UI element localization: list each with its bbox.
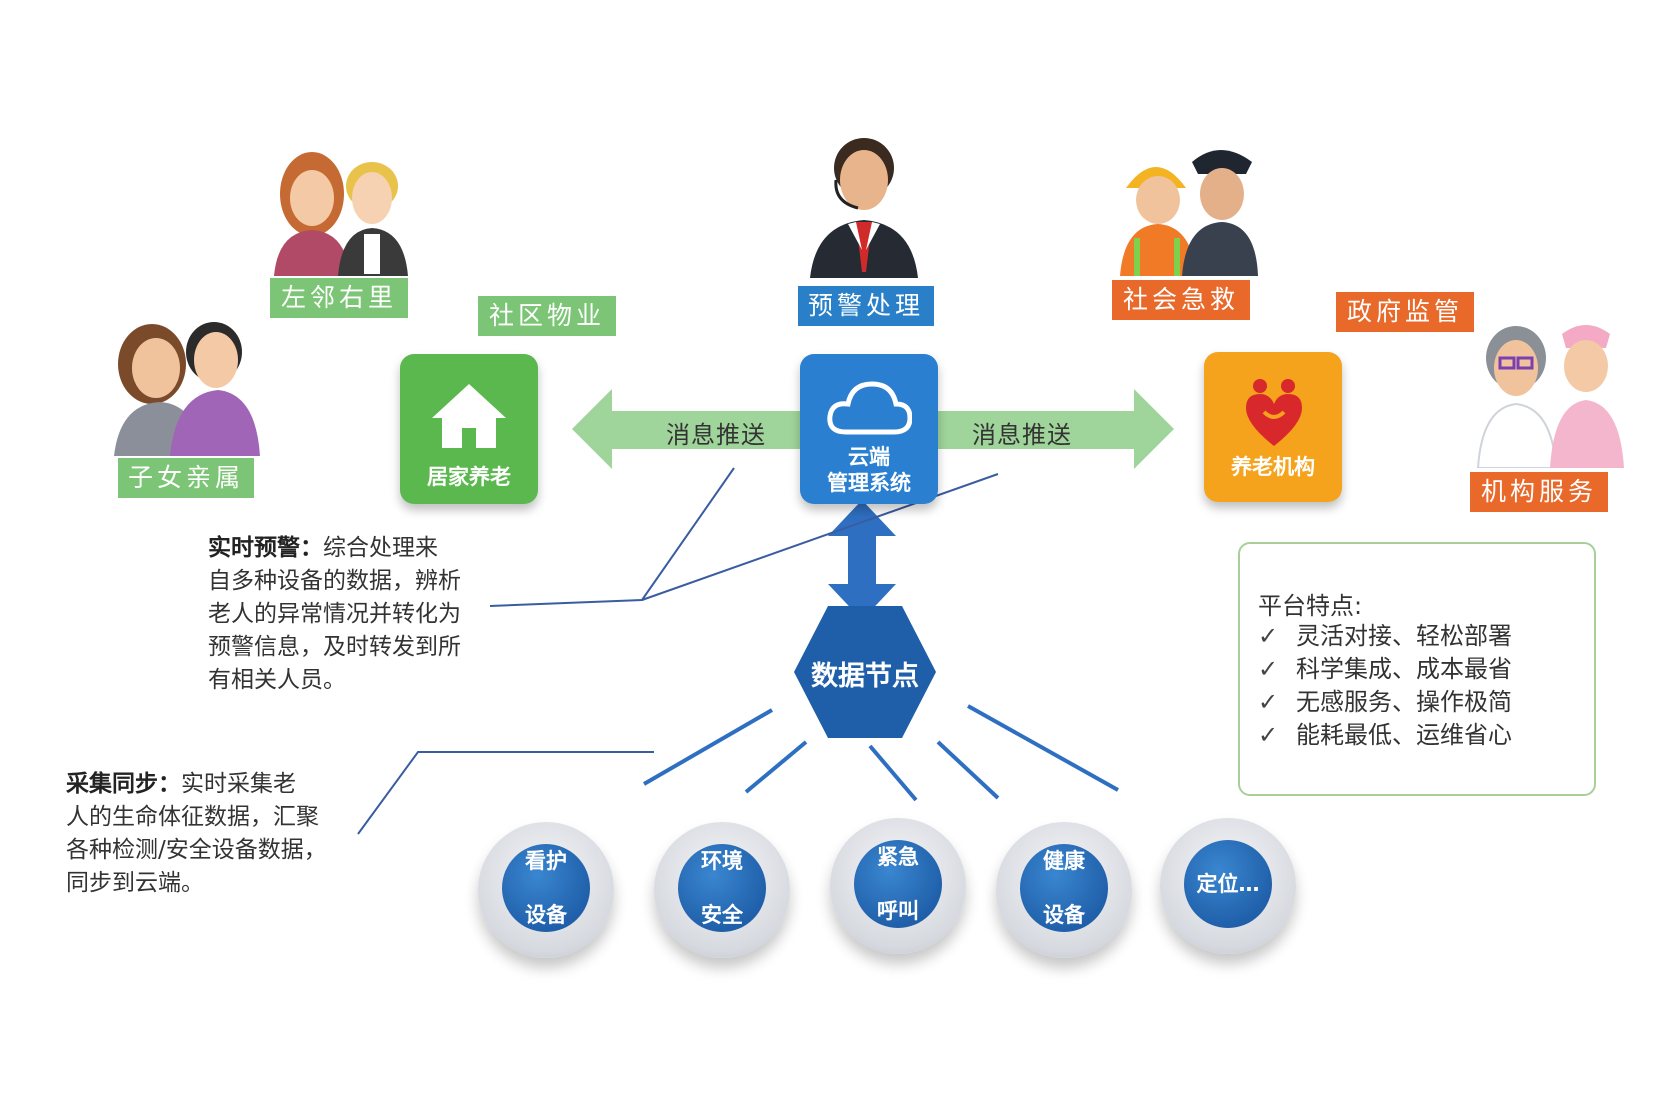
home-care-tile[interactable]: 居家养老 [400,354,538,504]
social-rescue-label: 社会急救 [1112,280,1250,320]
health-device-circle[interactable]: 健康设备 [996,822,1132,958]
collection-sync-description: 采集同步：实时采集老 人的生命体征数据，汇聚 各种检测/安全设备数据， 同步到云… [66,771,327,896]
home-care-label: 居家养老 [427,465,511,489]
check-icon: ✓ [1258,721,1279,749]
feature-item: ✓无感服务、操作极简 [1258,686,1512,719]
care-device-circle[interactable]: 看护设备 [478,822,614,958]
platform-features-title: 平台特点: [1258,592,1363,620]
node-line-3 [868,744,918,802]
node-line-4 [936,740,1000,800]
emergency-call-circle[interactable]: 紧急呼叫 [830,818,966,954]
social-rescue-illustration [1120,150,1258,276]
location-circle[interactable]: 定位… [1160,818,1296,954]
institution-staff-illustration [1476,325,1624,468]
elderly-institution-label: 养老机构 [1231,455,1315,479]
neighbors-illustration [274,152,408,276]
feature-item: ✓能耗最低、运维省心 [1258,719,1512,752]
realtime-warning-description: 实时预警：综合处理来 自多种设备的数据，辨析 老人的异常情况并转化为 预警信息，… [208,535,461,693]
house-icon [432,384,506,448]
children-relatives-illustration [114,322,260,456]
platform-features-list: ✓灵活对接、轻松部署 ✓科学集成、成本最省 ✓无感服务、操作极简 ✓能耗最低、运… [1258,620,1512,752]
government-supervision-label: 政府监管 [1336,292,1474,332]
data-node-label: 数据节点 [811,661,919,692]
feature-item: ✓灵活对接、轻松部署 [1258,620,1512,653]
feature-item: ✓科学集成、成本最省 [1258,653,1512,686]
node-line-2 [744,740,808,794]
cloud-icon [827,381,912,435]
warning-callout-line-2 [641,473,999,601]
institution-service-label: 机构服务 [1470,472,1608,512]
cloud-label-line2: 管理系统 [827,471,911,495]
environment-safety-circle[interactable]: 环境安全 [654,822,790,958]
check-icon: ✓ [1258,688,1279,716]
warning-handling-label: 预警处理 [798,286,934,326]
community-property-label: 社区物业 [478,296,616,336]
neighbors-label: 左邻右里 [270,278,408,318]
check-icon: ✓ [1258,622,1279,650]
warning-operator-illustration [810,138,918,278]
realtime-warning-heading: 实时预警： [208,535,323,561]
vertical-sync-arrow [828,500,896,620]
elderly-institution-tile[interactable]: 养老机构 [1204,352,1342,502]
cloud-system-tile[interactable]: 云端 管理系统 [800,354,938,504]
data-node-hexagon [794,606,936,738]
node-line-1 [642,708,774,786]
cloud-label-line1: 云端 [848,445,890,469]
heart-icon [1246,379,1302,446]
left-message-push-text: 消息推送 [666,421,766,449]
right-message-push-text: 消息推送 [972,421,1072,449]
node-line-5 [967,704,1119,792]
right-message-arrow [930,389,1174,469]
left-message-arrow [572,389,800,469]
sync-callout-line [357,751,654,835]
collection-sync-heading: 采集同步： [66,771,181,797]
children-relatives-label: 子女亲属 [118,458,254,498]
platform-features-box: 平台特点: ✓灵活对接、轻松部署 ✓科学集成、成本最省 ✓无感服务、操作极简 ✓… [1238,542,1596,796]
check-icon: ✓ [1258,655,1279,683]
